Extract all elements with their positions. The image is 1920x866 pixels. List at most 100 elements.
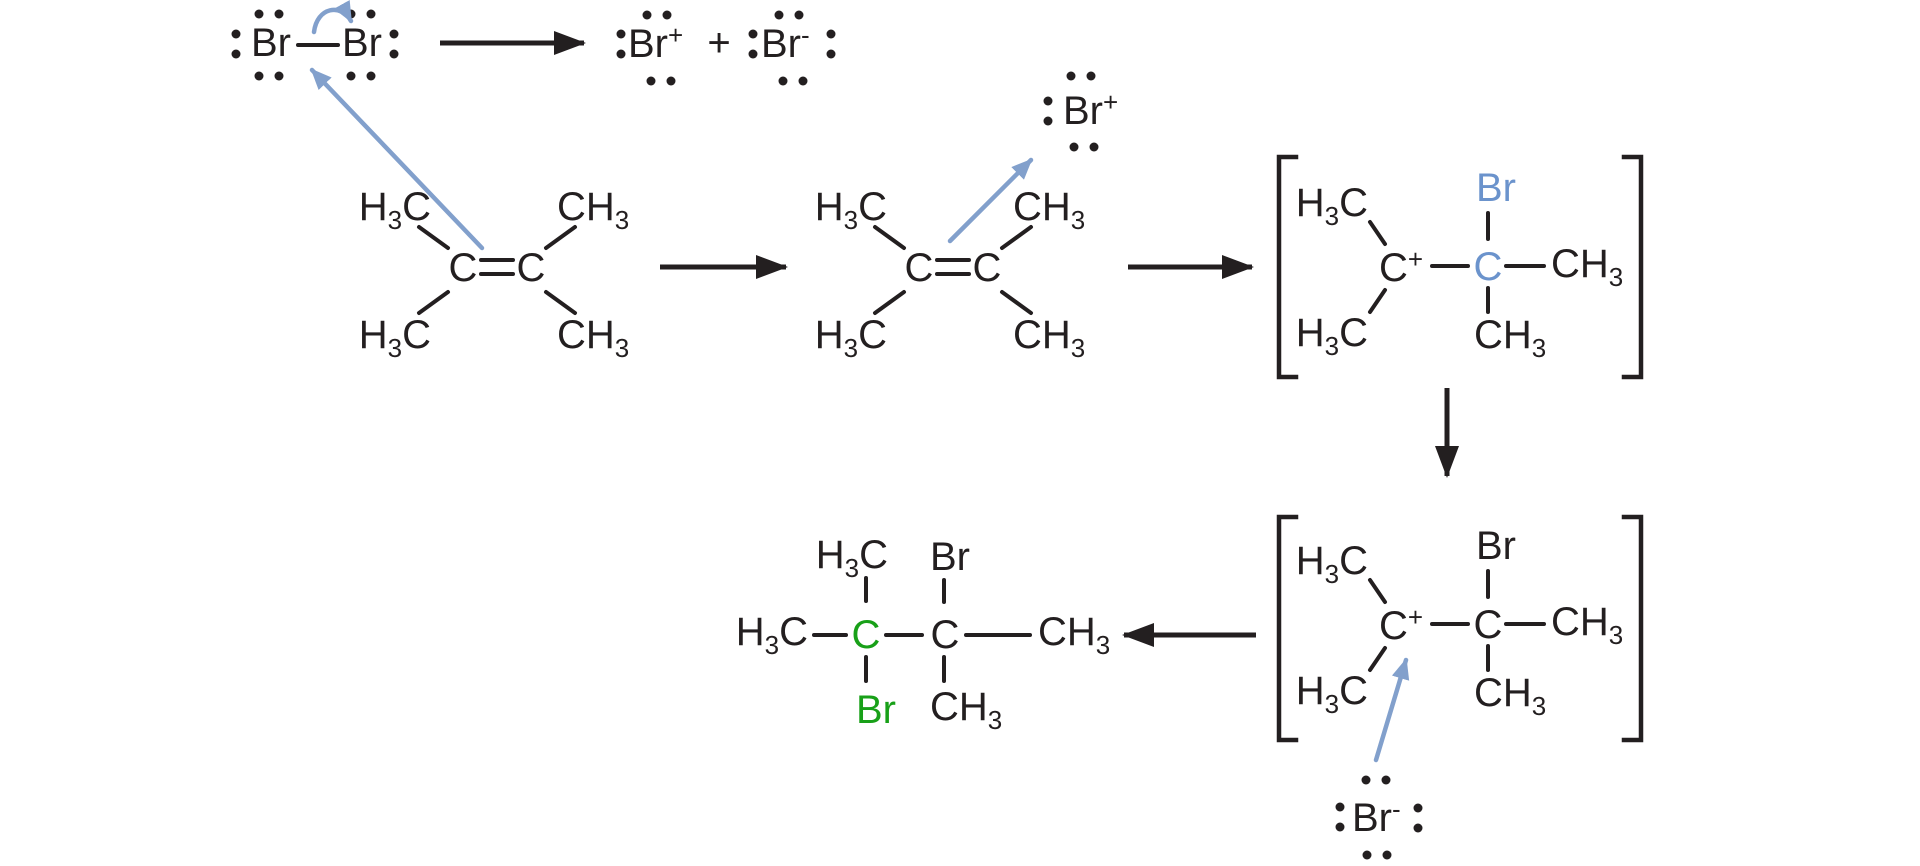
lone-pair-dot (389, 29, 399, 39)
alkene1-methyl-top-right: CH3 (557, 185, 630, 235)
bond (1368, 578, 1387, 604)
intermediate1-bromine-top: Br (1476, 166, 1516, 210)
lone-pair-dot (274, 9, 284, 19)
right-bracket (1621, 514, 1644, 743)
lone-pair-dot (1069, 142, 1079, 152)
product-bromine-top: Br (930, 535, 970, 579)
lone-pair-dot (1335, 822, 1345, 832)
lone-pair-dot (254, 9, 264, 19)
bond (873, 290, 906, 315)
lone-pair-dot (778, 76, 788, 86)
bond (417, 290, 450, 315)
br-anion-label: Br- (761, 20, 810, 66)
alkene2-carbon-right: C (972, 246, 1002, 290)
bond (544, 225, 577, 250)
product-methyl-right: CH3 (1038, 610, 1111, 660)
alkene1-carbon-left: C (448, 246, 478, 290)
bond (1000, 290, 1033, 315)
nucleophile-br-anion-label: Br- (1352, 794, 1401, 840)
lone-pair-dot (774, 10, 784, 20)
lone-pair-dot (748, 49, 758, 59)
lone-pair-dot (662, 10, 672, 20)
product-carbon-new-bond: C (851, 613, 881, 657)
lone-pair-dot (254, 71, 264, 81)
lone-pair-dot (798, 76, 808, 86)
lone-pair-dot (274, 71, 284, 81)
alkene2-methyl-bottom-left: H3C (814, 313, 887, 363)
lone-pair-dot (231, 49, 241, 59)
lone-pair-dot (1043, 96, 1053, 106)
intermediate1-methyl-bottom-left: H3C (1295, 311, 1368, 361)
right-bracket (1621, 154, 1644, 380)
electrophile-lone-pairs (1043, 71, 1099, 152)
br-cation-lone-pairs (616, 10, 676, 86)
bond (1000, 225, 1033, 250)
nucleophile-lone-pairs (1335, 775, 1423, 860)
lone-pair-dot (1066, 71, 1076, 81)
br2-heterolysis-curved-arrow (311, 0, 354, 35)
br-cation-label: Br+ (628, 20, 684, 66)
lone-pair-dot (642, 10, 652, 20)
lone-pair-dot (1413, 803, 1423, 813)
lone-pair-dot (794, 10, 804, 20)
br-anion-to-carbocation-electron-arrow (1373, 657, 1410, 763)
bond (1368, 646, 1387, 672)
bond (544, 290, 577, 315)
product-methyl-bottom: CH3 (930, 685, 1003, 735)
intermediate1-bonds (1368, 211, 1546, 314)
lone-pair-dot (1086, 71, 1096, 81)
intermediate1-carbon-bonded-to-br: C (1473, 245, 1503, 289)
alkene2-carbon-left: C (904, 246, 934, 290)
lone-pair-dot (346, 71, 356, 81)
lone-pair-dot (366, 71, 376, 81)
lone-pair-dot (616, 29, 626, 39)
intermediate1-methyl-top-left: H3C (1295, 181, 1368, 231)
intermediate1-methyl-right: CH3 (1551, 242, 1624, 292)
alkene2-methyl-bottom-right: CH3 (1013, 313, 1086, 363)
lone-pair-dot (826, 29, 836, 39)
product-methyl-top: H3C (815, 533, 888, 583)
alkene1-methyl-top-left: H3C (358, 185, 431, 235)
alkene1-carbon-right: C (516, 246, 546, 290)
intermediate2-methyl-right: CH3 (1551, 600, 1624, 650)
bond (1368, 288, 1387, 314)
product-bonds (812, 576, 1032, 683)
br2-right-atom: Br (342, 21, 382, 65)
electrophile-br-cation-label: Br+ (1063, 87, 1119, 133)
product-carbon-right: C (930, 613, 960, 657)
product-bromine-new: Br (856, 688, 896, 732)
intermediate1-brackets (1276, 154, 1644, 380)
alkene2-bonds (873, 225, 1033, 315)
lone-pair-dot (1089, 142, 1099, 152)
lone-pair-dot (646, 76, 656, 86)
bond (873, 225, 906, 250)
lone-pair-dot (666, 76, 676, 86)
lone-pair-dot (231, 29, 241, 39)
intermediate1-methyl-bottom: CH3 (1474, 313, 1547, 363)
alkene1-to-br2-electron-arrow (309, 67, 485, 251)
product-methyl-left: H3C (735, 610, 808, 660)
intermediate2-brackets (1276, 514, 1644, 743)
br-anion-lone-pairs (748, 10, 836, 86)
alkene2-methyl-top-left: H3C (814, 185, 887, 235)
lone-pair-dot (1335, 802, 1345, 812)
intermediate1-carbocation: C+ (1379, 244, 1424, 290)
lone-pair-dot (616, 49, 626, 59)
lone-pair-dot (389, 49, 399, 59)
left-bracket (1276, 514, 1299, 743)
intermediate2-methyl-bottom: CH3 (1474, 671, 1547, 721)
br2-left-atom: Br (251, 21, 291, 65)
lone-pair-dot (1413, 823, 1423, 833)
alkene1-methyl-bottom-left: H3C (358, 313, 431, 363)
plus-sign: + (707, 21, 731, 65)
alkene2-to-br-cation-electron-arrow (947, 157, 1034, 244)
left-bracket (1276, 154, 1299, 380)
alkene2-methyl-top-right: CH3 (1013, 185, 1086, 235)
lone-pair-dot (1382, 850, 1392, 860)
alkene1-bonds (417, 225, 577, 315)
lone-pair-dot (1043, 116, 1053, 126)
lone-pair-dot (1362, 850, 1372, 860)
lone-pair-dot (826, 49, 836, 59)
